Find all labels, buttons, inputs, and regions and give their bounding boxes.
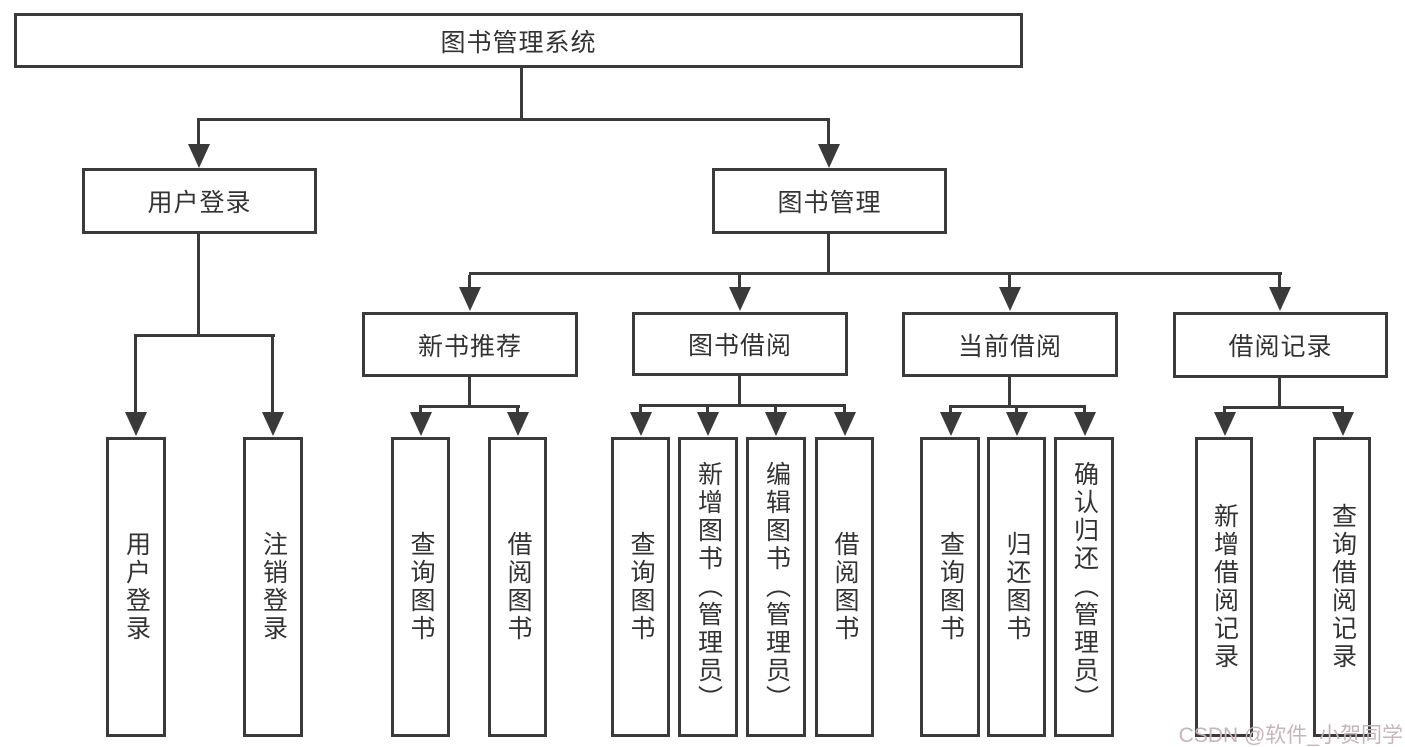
connector-root-down	[520, 68, 523, 119]
connector-root-split	[197, 118, 830, 121]
arrowhead-icon-bb-query	[629, 412, 652, 436]
node-user-login: 用户登录	[82, 168, 317, 234]
leaf-logout: 注销登录	[243, 437, 303, 737]
connector-stem-current-borrow	[1008, 275, 1011, 289]
node-new-book-recommend: 新书推荐	[362, 312, 578, 377]
arrowhead-icon-leaf-login	[124, 412, 147, 436]
connector-stem-book-mgmt	[827, 121, 830, 147]
arrowhead-icon-new-book	[459, 287, 481, 311]
leaf-query-books-recommend: 查询图书	[391, 437, 450, 737]
leaf-query-books-borrowing: 查询图书	[611, 437, 670, 737]
arrowhead-icon-book-mgmt	[817, 144, 840, 168]
connector-bookborrow-split	[639, 404, 846, 407]
arrowhead-icon-br-add	[1213, 412, 1236, 436]
arrowhead-icon-user-login	[187, 144, 210, 168]
connector-bookmgmt-down	[827, 234, 830, 274]
connector-stem-leaf-login	[134, 337, 137, 414]
connector-stem-leaf-logout	[271, 337, 274, 414]
arrowhead-icon-bb-add	[697, 412, 719, 436]
connector-newbook-down	[468, 377, 471, 407]
leaf-user-login: 用户登录	[106, 437, 166, 737]
leaf-borrow-books: 借阅图书	[815, 437, 874, 737]
arrowhead-icon-bb-edit	[765, 412, 787, 436]
connector-stem-cb-return	[1015, 408, 1018, 414]
leaf-query-borrow-record: 查询借阅记录	[1313, 437, 1371, 737]
arrowhead-icon-cb-query	[939, 412, 962, 436]
leaf-return-books: 归还图书	[987, 437, 1046, 737]
leaf-query-books-current: 查询图书	[920, 437, 980, 737]
connector-borrowrecord-down	[1278, 378, 1281, 408]
connector-stem-bb-borrow	[843, 407, 846, 414]
leaf-edit-books-admin: 编辑图书（管理员）	[746, 437, 806, 737]
connector-userlogin-split	[134, 334, 275, 337]
connector-stem-bb-add	[706, 407, 709, 414]
connector-stem-user-login	[197, 121, 200, 147]
arrowhead-icon-leaf-logout	[261, 412, 284, 436]
connector-currentborrow-split	[949, 405, 1086, 408]
node-book-management: 图书管理	[712, 168, 947, 234]
connector-newbook-split	[419, 405, 520, 408]
arrowhead-icon-nb-borrow	[506, 412, 529, 436]
connector-stem-cb-query	[949, 408, 952, 414]
leaf-confirm-return-admin: 确认归还（管理员）	[1054, 437, 1114, 737]
connector-currentborrow-down	[1008, 377, 1011, 407]
node-root: 图书管理系统	[14, 13, 1023, 68]
arrowhead-icon-nb-query	[409, 412, 432, 436]
arrowhead-icon-book-borrow	[729, 287, 751, 311]
leaf-add-books-admin: 新增图书（管理员）	[678, 437, 738, 737]
connector-userlogin-down	[197, 234, 200, 336]
arrowhead-icon-cb-confirm	[1073, 412, 1096, 436]
connector-stem-nb-query	[419, 408, 422, 414]
connector-stem-cb-confirm	[1083, 408, 1086, 414]
connector-stem-book-borrow	[738, 275, 741, 289]
connector-stem-bb-query	[639, 407, 642, 414]
leaf-add-borrow-record: 新增借阅记录	[1195, 437, 1253, 737]
watermark: CSDN @软件_小贺同学	[1178, 724, 1403, 747]
arrowhead-icon-borrow-record	[1269, 287, 1291, 311]
connector-stem-bb-edit	[774, 407, 777, 414]
arrowhead-icon-cb-return	[1005, 412, 1028, 436]
node-borrowing-records: 借阅记录	[1173, 312, 1388, 378]
arrowhead-icon-br-query	[1331, 412, 1354, 436]
connector-bookborrow-down	[738, 376, 741, 406]
connector-stem-new-book	[468, 275, 471, 289]
arrowhead-icon-current-borrow	[999, 287, 1021, 311]
connector-stem-br-query	[1341, 409, 1344, 414]
node-book-borrowing: 图书借阅	[632, 312, 848, 376]
connector-bookmgmt-split	[469, 272, 1282, 275]
connector-stem-borrow-record	[1278, 275, 1281, 289]
node-current-borrowing: 当前借阅	[902, 312, 1118, 377]
connector-borrowrecord-split	[1223, 406, 1344, 409]
leaf-borrow-books-recommend: 借阅图书	[488, 437, 547, 737]
connector-stem-br-add	[1223, 409, 1226, 414]
arrowhead-icon-bb-borrow	[833, 412, 856, 436]
connector-stem-nb-borrow	[516, 408, 519, 414]
